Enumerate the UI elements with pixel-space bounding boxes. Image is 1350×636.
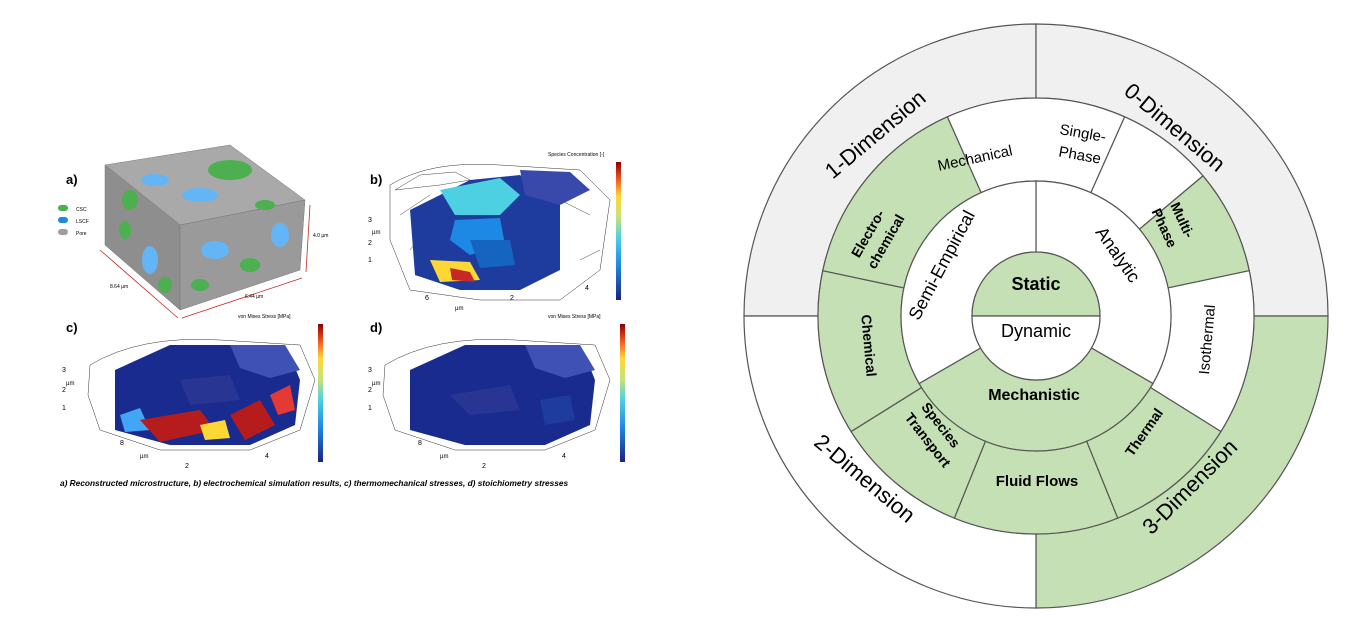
svg-text:2: 2 xyxy=(368,240,372,247)
svg-text:4: 4 xyxy=(585,285,589,292)
svg-text:3: 3 xyxy=(368,367,372,374)
svg-text:2: 2 xyxy=(510,295,514,302)
svg-text:µm: µm xyxy=(66,381,74,387)
colorbar-title-d: von Mises Stress [MPa] xyxy=(548,314,601,320)
svg-text:1: 1 xyxy=(368,257,372,264)
model-classification-wheel: 1-Dimension 0-Dimension 2-Dimension 3-Di… xyxy=(700,0,1350,631)
wheel-svg: 1-Dimension 0-Dimension 2-Dimension 3-Di… xyxy=(743,23,1329,609)
microstructure-figure: a) CSC LSCF Pore xyxy=(58,144,625,488)
svg-text:8: 8 xyxy=(120,440,124,447)
panel-a-legend: CSC LSCF Pore xyxy=(58,205,89,237)
panel-c-plot: 3 2 1 µm 8 µm 2 4 xyxy=(62,339,316,470)
svg-text:µm: µm xyxy=(440,454,448,460)
label-chemical: Chemical xyxy=(858,314,879,377)
svg-text:8.64 µm: 8.64 µm xyxy=(110,284,128,290)
center-static-half xyxy=(971,251,1101,317)
svg-text:6.44 µm: 6.44 µm xyxy=(245,294,263,300)
svg-text:µm: µm xyxy=(372,381,380,387)
colorbar-title-b: Species Concentration [-] xyxy=(548,152,605,158)
svg-text:3: 3 xyxy=(62,367,66,374)
panel-label-b: b) xyxy=(370,172,382,187)
svg-text:4.0 µm: 4.0 µm xyxy=(313,233,328,239)
svg-text:3: 3 xyxy=(368,217,372,224)
panel-a-block: 8.64 µm 6.44 µm 4.0 µm xyxy=(99,144,328,319)
colorbar-d xyxy=(620,324,625,462)
svg-text:8: 8 xyxy=(418,440,422,447)
svg-text:2: 2 xyxy=(62,387,66,394)
svg-text:2: 2 xyxy=(185,463,189,470)
svg-text:4: 4 xyxy=(562,453,566,460)
svg-text:2: 2 xyxy=(482,463,486,470)
center-static: Static xyxy=(1011,274,1060,294)
svg-text:1: 1 xyxy=(368,405,372,412)
svg-text:2: 2 xyxy=(368,387,372,394)
panel-d-plot: 3 2 1 µm 8 µm 2 4 xyxy=(368,339,611,470)
svg-text:µm: µm xyxy=(455,306,463,312)
svg-text:4: 4 xyxy=(265,453,269,460)
center-dynamic-half xyxy=(971,315,1101,381)
figure-caption: a) Reconstructed microstructure, b) elec… xyxy=(60,478,569,488)
svg-text:Pore: Pore xyxy=(76,231,87,237)
label-mechanistic: Mechanistic xyxy=(988,387,1080,404)
panel-label-a: a) xyxy=(66,172,78,187)
panel-label-d: d) xyxy=(370,320,382,335)
svg-text:CSC: CSC xyxy=(76,207,87,213)
colorbar-title-c: von Mises Stress [MPa] xyxy=(238,314,291,320)
panel-b-plot: 3 2 1 µm 6 µm 2 4 xyxy=(368,163,611,312)
svg-text:µm: µm xyxy=(372,230,380,236)
svg-text:µm: µm xyxy=(140,454,148,460)
colorbar-c xyxy=(318,324,323,462)
svg-text:1: 1 xyxy=(62,405,66,412)
wheel-sectors xyxy=(743,23,1329,609)
microstructure-svg: a) CSC LSCF Pore xyxy=(58,144,625,488)
svg-text:6: 6 xyxy=(425,295,429,302)
label-fluid-flows: Fluid Flows xyxy=(996,473,1079,490)
panel-label-c: c) xyxy=(66,320,78,335)
colorbar-b xyxy=(616,162,621,300)
label-isothermal: Isothermal xyxy=(1196,304,1219,375)
svg-text:LSCF: LSCF xyxy=(76,219,89,225)
center-dynamic: Dynamic xyxy=(1001,321,1071,341)
